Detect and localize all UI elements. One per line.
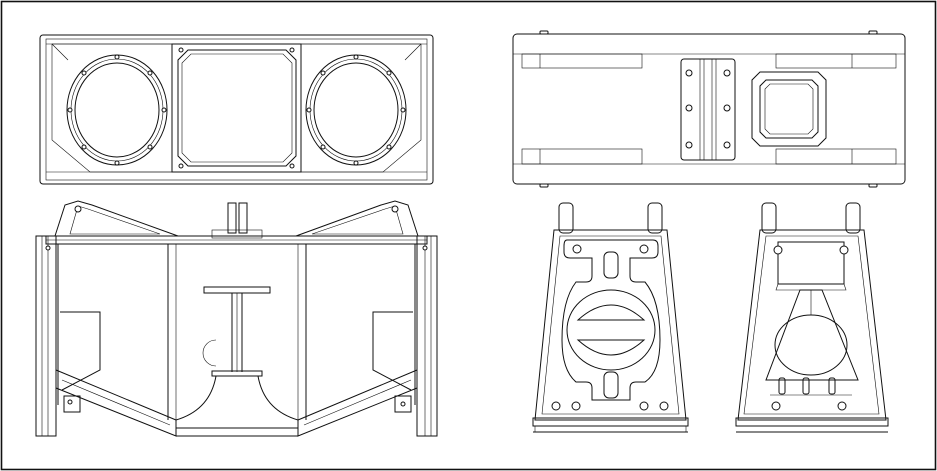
front-bracket-view [735,202,889,433]
rail-top-right [775,53,897,69]
waveguide-flange [203,286,271,294]
mount-plate [777,241,845,285]
left-baffle [51,43,173,173]
bracket-frame [737,229,887,421]
front-view [39,34,434,185]
connector-post [227,202,237,234]
cabinet-outline [39,34,434,185]
rail-top-left [521,53,643,69]
waveguide-throat [765,289,859,381]
right-post [845,202,861,234]
left-bottom-baffle [55,369,177,437]
bracket-foot [532,417,689,427]
horn-ellipse [774,314,848,376]
left-bracket [63,395,81,413]
right-side-rail [416,235,438,437]
right-baffle [300,43,422,173]
rigging-plate [680,58,736,161]
rear-bracket-view [532,202,689,433]
connector-post [238,202,248,234]
rail-bottom-right [775,148,897,165]
left-post [761,202,777,234]
rail-bottom-left [521,148,643,165]
right-woofer-bolts [306,54,406,166]
cabinet-inner-outline [45,38,428,181]
horn-panel [171,43,302,173]
horn-flare [175,375,299,421]
bracket-ring [566,289,656,371]
horn-mouth [177,49,297,167]
bracket-foot [735,417,889,427]
left-handle-arm [54,200,179,237]
right-post [647,202,663,234]
left-post [558,202,574,234]
right-bottom-baffle [297,369,418,437]
connector-plate [751,71,827,147]
side-view [35,200,438,437]
bracket-frame [534,229,687,421]
left-side-rail [35,235,57,437]
rear-bolts [551,244,669,411]
top-view [512,30,906,188]
top-outline [512,33,906,185]
front-bolts [771,245,849,411]
left-woofer-bolts [67,54,167,166]
rigging-bolts [685,69,731,149]
right-bracket [394,395,412,413]
bracket-cutout [561,239,661,401]
